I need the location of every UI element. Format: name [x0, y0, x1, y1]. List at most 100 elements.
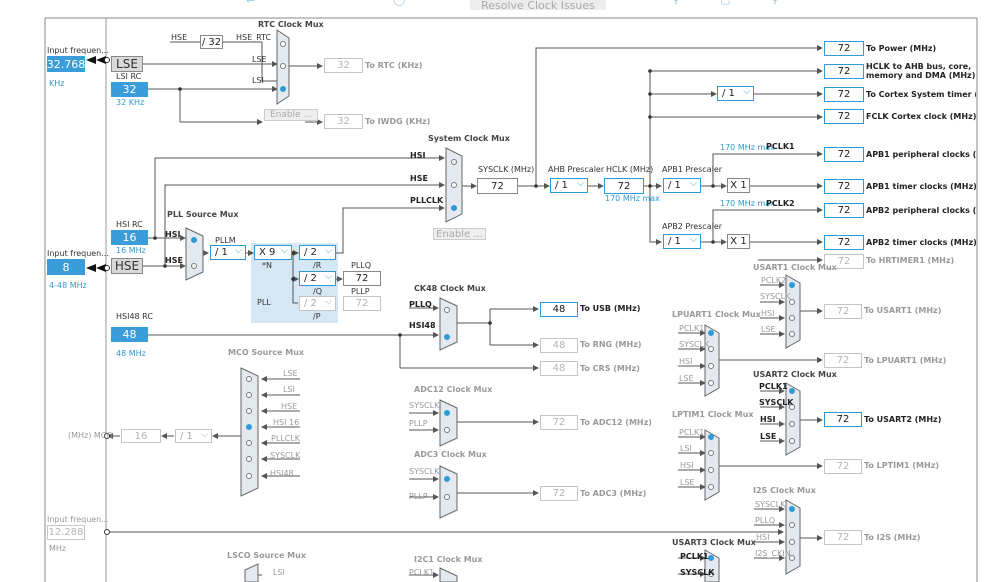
usart2-input-lse: LSE: [760, 432, 776, 441]
adc3-pllp-label: PLLP: [409, 492, 428, 501]
lse-oscillator-block: LSE: [111, 56, 143, 72]
apb1-prescaler-label: APB1 Prescaler: [662, 165, 722, 174]
usart3-clock-mux-title: USART3 Clock Mux: [672, 538, 756, 547]
apb2-timer-output-value[interactable]: 72: [824, 235, 864, 250]
hsi48-unit-label: 48 MHz: [116, 349, 146, 358]
resolve-clock-issues-button[interactable]: Resolve Clock Issues: [470, 0, 606, 10]
pllq-output-value: 72: [343, 271, 381, 286]
mco-output-value: 16: [121, 429, 161, 443]
i2s-input-hsi: HSI: [756, 533, 769, 542]
toolbar-refresh-icon[interactable]: ◯: [393, 0, 405, 6]
adc12-clock-mux-title: ADC12 Clock Mux: [414, 385, 492, 394]
pllq-output-label: PLLQ: [351, 261, 371, 270]
mco-input-lsi: LSI: [283, 385, 295, 394]
lsco-lsi-label: LSI: [273, 568, 285, 577]
apb1-peripheral-output-value[interactable]: 72: [824, 147, 864, 162]
pll-block-label: PLL: [257, 298, 271, 307]
lse-frequency-field[interactable]: 32.768: [47, 56, 85, 72]
apb1-timer-output-label: APB1 timer clocks (MHz): [866, 182, 976, 191]
pllp-output-label: PLLP: [351, 287, 370, 296]
adc12-output-value: 72: [540, 415, 578, 430]
pclk2-label: PCLK2: [766, 199, 795, 208]
usart2-input-hsi: HSI: [760, 415, 775, 424]
pclk1-label: PCLK1: [766, 142, 795, 151]
sys-enable-css-button[interactable]: Enable ...: [433, 228, 486, 240]
usb-destination-label: To USB (MHz): [580, 304, 640, 313]
lpuart1-input-pclk1: PCLK1: [679, 324, 704, 333]
mco-divider-select[interactable]: / 1: [175, 429, 212, 443]
adc3-sysclk-label: SYSCLK: [409, 467, 439, 476]
lptim1-destination-label: To LPTIM1 (MHz): [864, 461, 939, 470]
lpuart1-input-hsi: HSI: [679, 357, 692, 366]
system-clock-mux-title: System Clock Mux: [428, 134, 510, 143]
apb2-peripheral-output-value[interactable]: 72: [824, 203, 864, 218]
input-arrows: [86, 56, 106, 272]
hclk-label: HCLK (MHz): [606, 165, 653, 174]
lsi-unit-label: 32 KHz: [116, 98, 144, 107]
i2s-input-sysclk: SYSCLK: [755, 500, 785, 509]
toolbar-fit-icon[interactable]: ▢: [720, 0, 730, 6]
pll-hse-label: HSE: [165, 256, 183, 265]
sysclk-label: SYSCLK (MHz): [478, 165, 534, 174]
toolbar-zoom-in-icon[interactable]: ⚲: [672, 0, 680, 6]
adc3-destination-label: To ADC3 (MHz): [580, 489, 646, 498]
hsi-rc-label: HSI RC: [116, 220, 143, 229]
usart1-destination-label: To USART1 (MHz): [864, 306, 941, 315]
mco-input-pllclk: PLLCLK: [271, 434, 300, 443]
usb-output-value[interactable]: 48: [540, 302, 578, 317]
rng-destination-label: To RNG (MHz): [580, 340, 642, 349]
cortex-timer-output-value[interactable]: 72: [824, 87, 864, 102]
apb1-timer-multiplier: X 1: [727, 178, 750, 193]
adc12-pllp-label: PLLP: [409, 419, 428, 428]
i2c1-pclk1-label: PCLK1: [409, 568, 434, 577]
adc12-clock-mux: [440, 400, 457, 446]
lpuart1-clock-mux-title: LPUART1 Clock Mux: [672, 310, 761, 319]
apb2-timer-multiplier: X 1: [727, 234, 750, 249]
adc3-clock-mux-title: ADC3 Clock Mux: [414, 450, 487, 459]
i2s-ckin-frequency-field[interactable]: 12.288: [47, 525, 85, 540]
hse-input-frequency-label: Input frequen...: [47, 249, 109, 258]
usart2-clock-mux-title: USART2 Clock Mux: [753, 370, 837, 379]
pllq-div-label: /Q: [313, 287, 322, 296]
usart2-output-value[interactable]: 72: [824, 412, 862, 427]
rtc-lse-label: LSE: [252, 55, 267, 64]
active-paths: [108, 42, 822, 575]
apb1-prescaler-select[interactable]: / 1: [663, 178, 701, 193]
pllp-output-value: 72: [343, 296, 381, 311]
fclk-output-value[interactable]: 72: [824, 109, 864, 124]
ck48-hsi48-label: HSI48: [409, 321, 436, 330]
crs-output-value: 48: [540, 361, 578, 376]
pllq-divider-select[interactable]: / 2: [299, 271, 336, 286]
lptim1-input-pclk1: PCLK1: [679, 428, 704, 437]
cortex-timer-divider-select[interactable]: / 1: [717, 86, 754, 101]
hclk-value-field[interactable]: 72: [604, 178, 644, 194]
i2c1-clock-mux-title: I2C1 Clock Mux: [414, 555, 483, 564]
usart2-input-sysclk: SYSCLK: [759, 398, 793, 407]
pllr-divider-select[interactable]: / 2: [299, 245, 336, 260]
ahb-prescaler-select[interactable]: / 1: [550, 178, 588, 193]
lse-unit-label: KHz: [49, 79, 64, 88]
apb2-prescaler-label: APB2 Prescaler: [662, 222, 722, 231]
hse-frequency-field[interactable]: 8: [47, 259, 85, 275]
toolbar-undo-icon[interactable]: ↩: [246, 0, 255, 7]
hclk-ahb-output-label: HCLK to AHB bus, core, memory and DMA (M…: [866, 62, 976, 80]
power-output-value[interactable]: 72: [824, 41, 864, 56]
usart1-input-lse: LSE: [761, 325, 776, 334]
pllp-divider-select[interactable]: / 2: [299, 296, 336, 311]
hclk-ahb-output-value[interactable]: 72: [824, 64, 864, 79]
lsi-rc-value: 32: [111, 82, 148, 97]
toolbar-zoom-out-icon[interactable]: ⚲: [771, 0, 779, 6]
apb2-prescaler-select[interactable]: / 1: [663, 234, 701, 249]
adc3-output-value: 72: [540, 486, 578, 501]
usart1-input-sysclk: SYSCLK: [760, 292, 790, 301]
pllm-divider-select[interactable]: / 1: [210, 245, 246, 260]
rtc-enable-css-button[interactable]: Enable ...: [264, 109, 318, 121]
plln-label: *N: [262, 261, 272, 270]
cortex-timer-output-label: To Cortex System timer (MHz): [866, 90, 976, 99]
plln-multiplier-select[interactable]: X 9: [254, 245, 292, 260]
apb1-timer-output-value[interactable]: 72: [824, 179, 864, 194]
hse-range-label: 4-48 MHz: [49, 281, 87, 290]
lse-input-frequency-label: Input frequen...: [47, 46, 109, 55]
lsco-source-mux-title: LSCO Source Mux: [227, 551, 306, 560]
usart1-input-hsi: HSI: [761, 309, 774, 318]
